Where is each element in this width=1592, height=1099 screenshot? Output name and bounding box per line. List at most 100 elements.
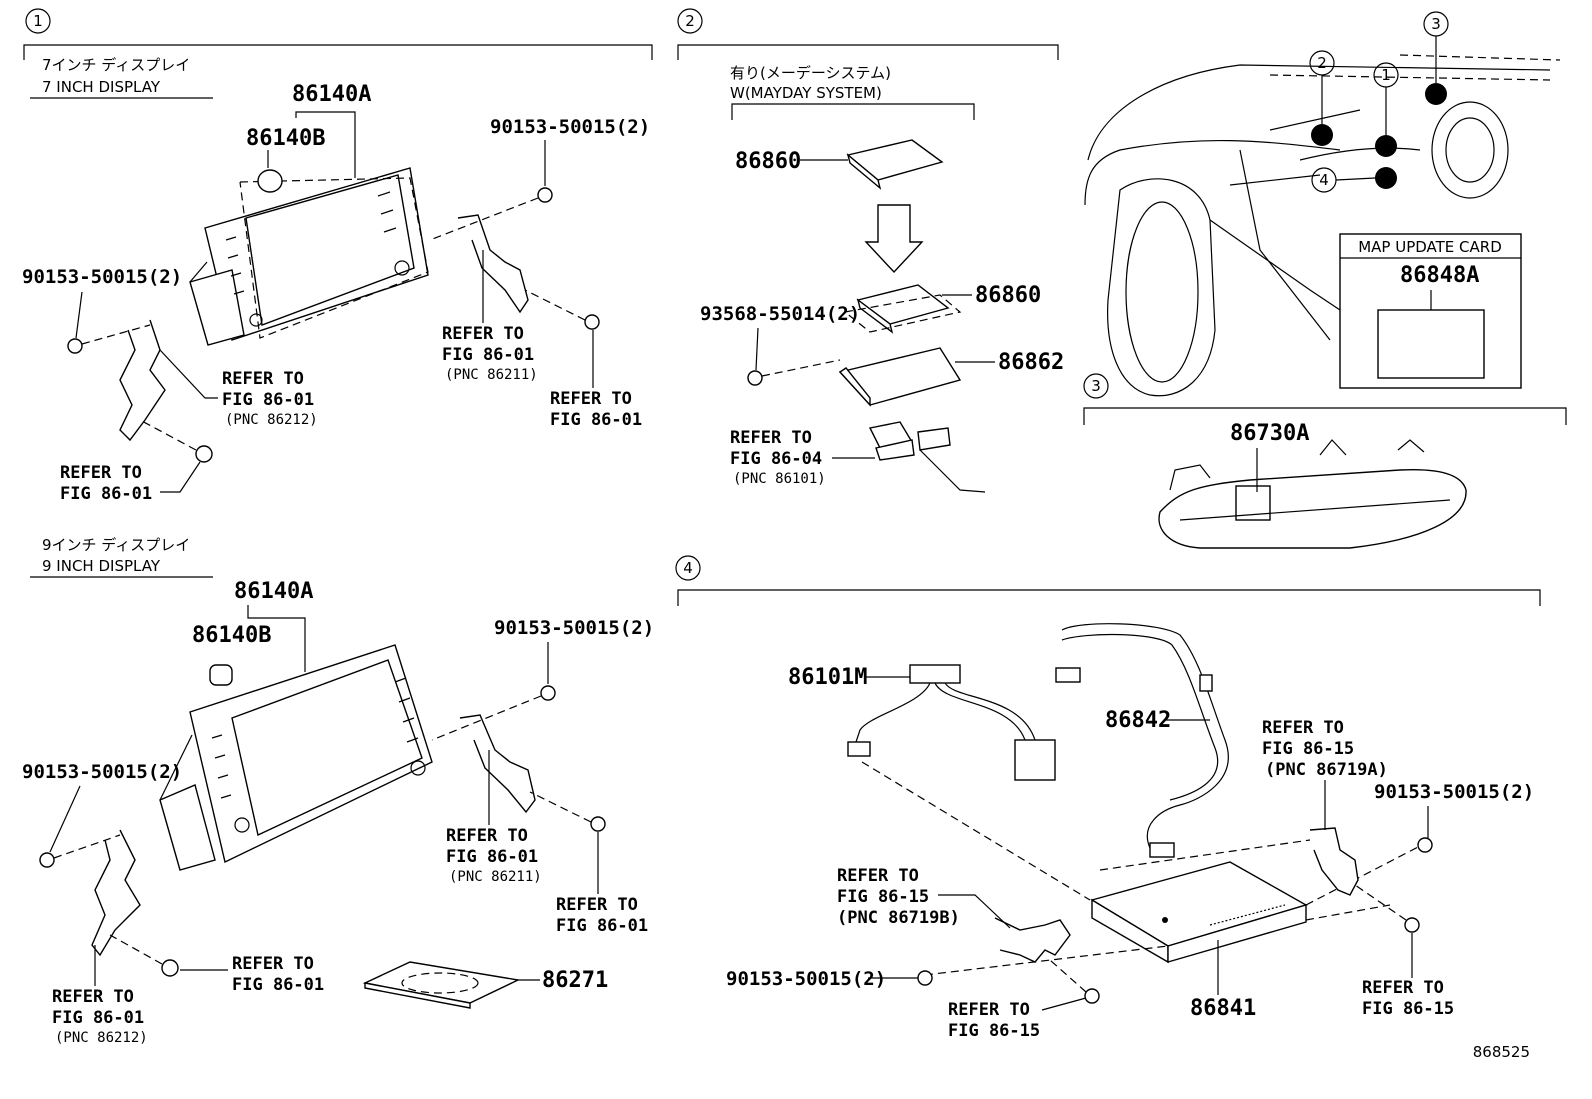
part-90153-50015-right-9inch: 90153-50015(2): [494, 617, 654, 639]
refer-fig: FIG 86-01: [60, 484, 152, 504]
bracket-right-9inch: [459, 714, 536, 814]
heading-mayday-en: W(MAYDAY SYSTEM): [730, 84, 882, 102]
telematics-module-top: [846, 139, 944, 190]
refer-label: REFER TO: [446, 826, 528, 846]
locator-dot: [1311, 124, 1333, 146]
part-86140B-7inch: 86140B: [246, 126, 325, 151]
bolt-icon: [1417, 837, 1433, 853]
car-callout-2: 2: [1317, 54, 1327, 72]
part-86848A: 86848A: [1400, 263, 1479, 288]
part-86140A-9inch: 86140A: [234, 579, 313, 604]
refer-fig: FIG 86-01: [222, 390, 314, 410]
locator-dot: [1375, 135, 1397, 157]
module-bracket: [838, 347, 962, 407]
map-card-icon: [1377, 309, 1485, 379]
overhead-console: [1158, 439, 1467, 549]
bolt-icon: [584, 314, 600, 330]
refer-label: REFER TO: [948, 1000, 1030, 1020]
bolt-icon: [39, 852, 55, 868]
refer-fig: FIG 86-01: [442, 345, 534, 365]
refer-fig: FIG 86-01: [556, 916, 648, 936]
bolt-icon: [1404, 917, 1420, 933]
antenna-connector: [868, 421, 986, 493]
heading-mayday-jp: 有り(メーデーシステム): [730, 64, 891, 82]
heading-9-inch-en: 9 INCH DISPLAY: [42, 557, 161, 575]
part-90153-50015-right-7inch: 90153-50015(2): [490, 116, 650, 138]
bracket-left-receiver: [994, 917, 1071, 963]
vehicle-locator: 2 1 3 4 MAP UPDATE CARD 86848A: [1084, 11, 1561, 397]
section-2-number: 2: [685, 12, 695, 30]
bolt-icon: [917, 970, 933, 986]
map-update-card-title: MAP UPDATE CARD: [1358, 238, 1502, 256]
refer-fig: FIG 86-01: [232, 975, 324, 995]
bolt-icon: [195, 445, 213, 463]
refer-pnc: (PNC 86211): [449, 869, 542, 885]
refer-pnc: (PNC 86211): [445, 367, 538, 383]
refer-label: REFER TO: [222, 369, 304, 389]
part-90153-50015-left-receiver: 90153-50015(2): [726, 968, 886, 990]
bolt-icon: [590, 816, 606, 832]
bolt-icon: [540, 685, 556, 701]
car-callout-1: 1: [1381, 66, 1391, 84]
bolt-icon: [537, 187, 553, 203]
refer-label: REFER TO: [1262, 718, 1344, 738]
refer-label: REFER TO: [60, 463, 142, 483]
map-sd-card: [362, 961, 521, 1009]
refer-pnc: (PNC 86719B): [837, 908, 960, 928]
refer-label: REFER TO: [550, 389, 632, 409]
refer-fig: FIG 86-01: [550, 410, 642, 430]
wire-harness-86101M: [847, 664, 1056, 781]
bracket-right-7inch: [457, 214, 529, 314]
refer-pnc: (PNC 86719A): [1265, 760, 1388, 780]
navigation-receiver: [1090, 861, 1308, 964]
part-90153-50015-right-receiver: 90153-50015(2): [1374, 781, 1534, 803]
bracket-right-receiver: [1309, 827, 1359, 896]
part-93568-55014: 93568-55014(2): [700, 303, 860, 325]
section-3-number: 3: [1091, 377, 1101, 395]
bolt-icon: [747, 370, 763, 386]
part-86730A: 86730A: [1230, 421, 1309, 446]
section-4: 4 86101M 86842: [675, 555, 1541, 1041]
part-86862: 86862: [998, 350, 1064, 375]
part-90153-50015-left-7inch: 90153-50015(2): [22, 266, 182, 288]
refer-fig: FIG 86-04: [730, 449, 822, 469]
refer-pnc: (PNC 86212): [225, 412, 318, 428]
bracket-left-7inch: [119, 319, 166, 442]
part-86841: 86841: [1190, 996, 1256, 1021]
car-callout-4: 4: [1319, 171, 1329, 189]
refer-pnc: (PNC 86101): [733, 471, 826, 487]
refer-fig: FIG 86-15: [1362, 999, 1454, 1019]
refer-label: REFER TO: [52, 987, 134, 1007]
refer-label: REFER TO: [442, 324, 524, 344]
refer-label: REFER TO: [837, 866, 919, 886]
refer-fig: FIG 86-01: [52, 1008, 144, 1028]
telematics-module-mounted: [843, 284, 962, 334]
refer-fig: FIG 86-15: [1262, 739, 1354, 759]
heading-7-inch-jp: 7インチ ディスプレイ: [42, 56, 190, 74]
refer-label: REFER TO: [1362, 978, 1444, 998]
section-3: 3 86730A: [1083, 373, 1567, 549]
bracket-left-9inch: [91, 829, 141, 957]
car-callout-3: 3: [1431, 15, 1441, 33]
refer-label: REFER TO: [556, 895, 638, 915]
heading-7-inch-en: 7 INCH DISPLAY: [42, 78, 161, 96]
part-86140B-9inch: 86140B: [192, 623, 271, 648]
down-arrow-icon: [864, 204, 924, 274]
refer-label: REFER TO: [232, 954, 314, 974]
part-86101M: 86101M: [788, 665, 867, 690]
section-2: 2 有り(メーデーシステム) W(MAYDAY SYSTEM) 86860 86…: [677, 8, 1064, 493]
section-1: 1 7インチ ディスプレイ 7 INCH DISPLAY 86140A 861: [22, 8, 654, 1046]
refer-fig: FIG 86-15: [948, 1021, 1040, 1041]
part-86271: 86271: [542, 968, 608, 993]
section-1-number: 1: [33, 12, 43, 30]
bolt-icon: [161, 959, 179, 977]
display-7-inch: [189, 150, 429, 346]
part-86860-top: 86860: [735, 149, 801, 174]
locator-dot: [1425, 83, 1447, 105]
part-86140A-7inch: 86140A: [292, 82, 371, 107]
refer-pnc: (PNC 86212): [55, 1030, 148, 1046]
locator-dot: [1375, 167, 1397, 189]
section-4-number: 4: [683, 559, 693, 577]
refer-fig: FIG 86-01: [446, 847, 538, 867]
